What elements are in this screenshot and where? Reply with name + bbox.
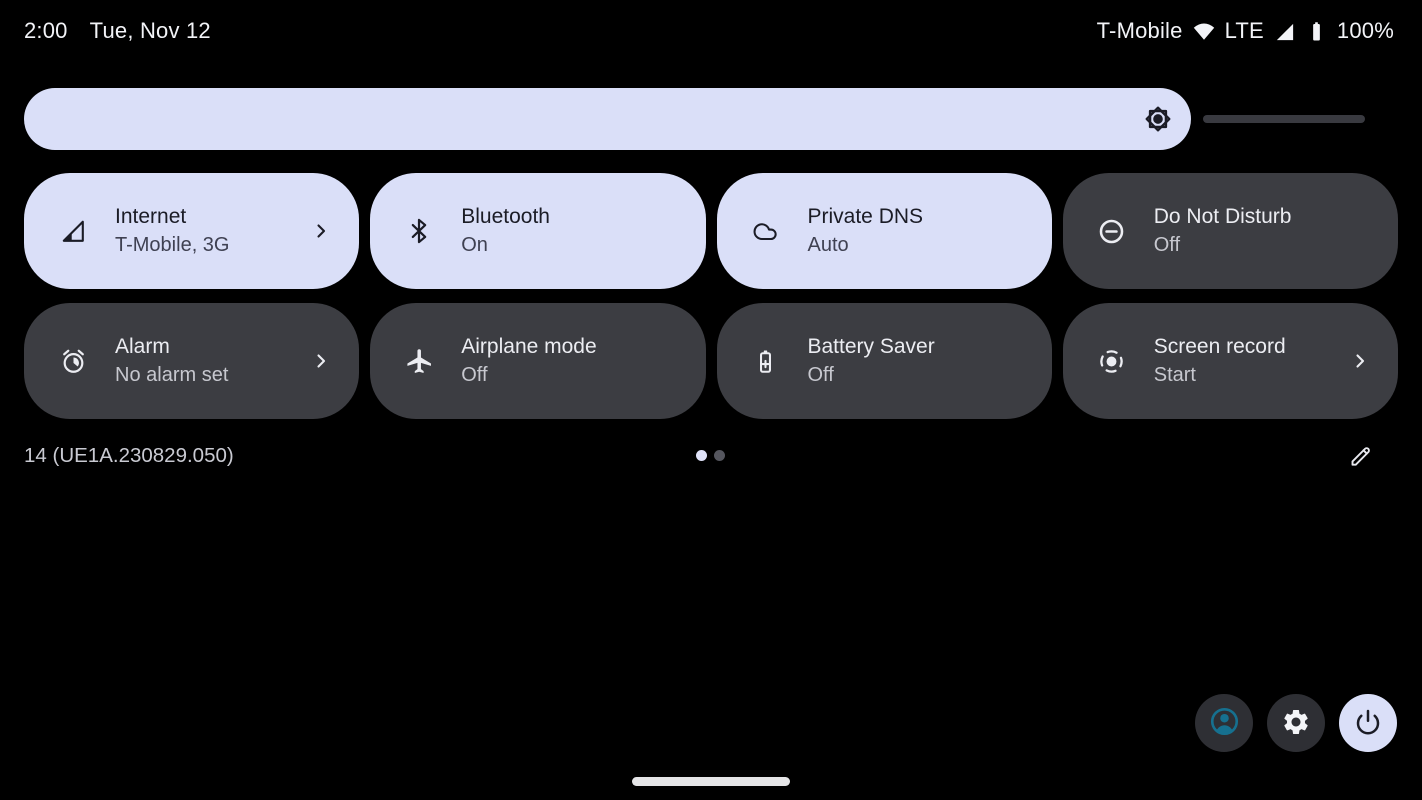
tile-airplane-mode[interactable]: Airplane mode Off — [370, 303, 706, 419]
alarm-icon — [58, 347, 88, 376]
edit-tiles-button[interactable] — [1344, 440, 1378, 474]
tile-internet[interactable]: Internet T-Mobile, 3G — [24, 173, 360, 289]
status-bar: 2:00 Tue, Nov 12 T-Mobile LTE 100% — [0, 0, 1422, 62]
date: Tue, Nov 12 — [89, 18, 211, 43]
tile-screen-record[interactable]: Screen record Start — [1062, 303, 1398, 419]
tile-title: Private DNS — [807, 205, 924, 228]
tile-subtitle: Off — [1153, 234, 1181, 256]
page-dot-active — [696, 450, 707, 461]
brightness-icon — [1141, 102, 1175, 136]
brightness-track[interactable] — [1202, 115, 1365, 123]
tile-subtitle: Auto — [807, 234, 849, 256]
bluetooth-icon — [404, 217, 434, 245]
page-dot-inactive — [714, 450, 725, 461]
tile-subtitle: Start — [1153, 364, 1196, 386]
tile-title: Battery Saver — [807, 335, 935, 358]
tile-text: Screen record Start — [1154, 333, 1348, 389]
user-avatar-icon — [1208, 705, 1241, 741]
cellular-signal-icon — [1273, 20, 1296, 43]
chevron-right-icon — [309, 219, 333, 243]
tile-text: Do Not Disturb Off — [1154, 203, 1372, 259]
tile-do-not-disturb[interactable]: Do Not Disturb Off — [1062, 173, 1398, 289]
status-bar-left: 2:00 Tue, Nov 12 — [24, 18, 211, 44]
build-number-label: 14 (UE1A.230829.050) — [24, 444, 234, 467]
battery-full-icon — [1305, 20, 1328, 43]
gear-icon — [1281, 707, 1311, 740]
edit-pencil-icon — [1348, 442, 1375, 472]
carrier-label: T-Mobile — [1096, 18, 1183, 43]
battery-saver-icon — [751, 347, 781, 376]
page-indicator — [696, 450, 725, 461]
brightness-fill[interactable] — [24, 88, 1191, 150]
tile-subtitle: Off — [807, 364, 834, 386]
home-indicator-handle[interactable] — [632, 777, 790, 786]
chevron-right-icon — [309, 349, 333, 373]
power-icon — [1353, 707, 1383, 740]
chevron-right-icon — [1348, 349, 1372, 373]
tile-text: Battery Saver Off — [808, 333, 1026, 389]
tile-title: Do Not Disturb — [1153, 205, 1292, 228]
brightness-slider[interactable] — [24, 88, 1365, 150]
tile-bluetooth[interactable]: Bluetooth On — [370, 173, 706, 289]
power-button[interactable] — [1339, 694, 1397, 752]
tile-title: Airplane mode — [461, 335, 597, 358]
tile-text: Internet T-Mobile, 3G — [115, 203, 309, 259]
screen-record-icon — [1097, 347, 1127, 376]
wifi-icon — [1192, 19, 1216, 43]
status-bar-right: T-Mobile LTE 100% — [1097, 18, 1394, 44]
battery-percent-label: 100% — [1336, 18, 1394, 43]
tile-text: Private DNS Auto — [808, 203, 1026, 259]
tile-alarm[interactable]: Alarm No alarm set — [24, 303, 360, 419]
do-not-disturb-icon — [1097, 217, 1127, 246]
tile-subtitle: No alarm set — [115, 364, 229, 386]
clock: 2:00 — [24, 18, 68, 43]
tile-title: Internet — [115, 205, 187, 228]
tile-text: Airplane mode Off — [461, 333, 679, 389]
tile-subtitle: Off — [461, 364, 488, 386]
footer-buttons — [1195, 694, 1397, 752]
tile-title: Screen record — [1153, 335, 1286, 358]
cloud-icon — [751, 217, 781, 246]
tile-battery-saver[interactable]: Battery Saver Off — [716, 303, 1052, 419]
user-switcher-button[interactable] — [1195, 694, 1253, 752]
cellular-signal-icon — [58, 217, 88, 245]
quick-settings-grid: Internet T-Mobile, 3G Bluetooth On — [24, 173, 1398, 419]
tile-text: Bluetooth On — [461, 203, 679, 259]
network-type-label: LTE — [1224, 18, 1264, 43]
tile-private-dns[interactable]: Private DNS Auto — [716, 173, 1052, 289]
tile-title: Alarm — [115, 335, 170, 358]
airplane-icon — [404, 347, 434, 376]
settings-button[interactable] — [1267, 694, 1325, 752]
tile-subtitle: T-Mobile, 3G — [115, 234, 230, 256]
tile-text: Alarm No alarm set — [115, 333, 309, 389]
tile-title: Bluetooth — [461, 205, 550, 228]
tile-subtitle: On — [461, 234, 488, 256]
